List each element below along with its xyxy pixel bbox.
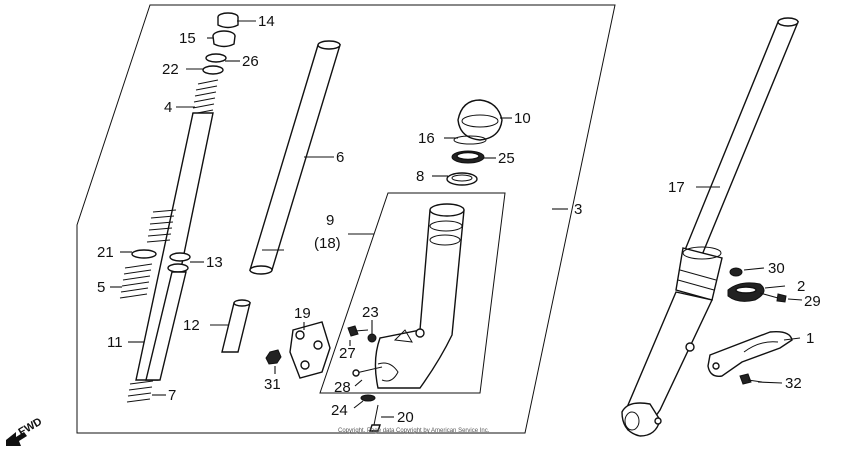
label-1: 1	[806, 330, 814, 347]
oil-seal-25	[451, 150, 485, 164]
spring-5	[119, 263, 153, 299]
label-12: 12	[183, 317, 200, 334]
label-27: 27	[339, 345, 356, 362]
leader-lines	[110, 20, 803, 418]
ring-26	[205, 53, 227, 63]
damper-rod-11-tube	[135, 112, 214, 381]
fwd-label: FWD	[17, 416, 45, 439]
label-28: 28	[334, 379, 351, 396]
label-24: 24	[331, 402, 348, 419]
label-14: 14	[258, 13, 275, 30]
label-2: 2	[797, 278, 805, 295]
piston-ring-13	[167, 252, 191, 273]
label-11: 11	[107, 334, 123, 351]
drain-bolt-20	[369, 404, 381, 432]
part-labels: 14 15 26 22 4 6 21 13 5 12 11 7 10 16 25…	[97, 13, 821, 426]
label-19: 19	[294, 305, 311, 322]
label-29: 29	[804, 293, 821, 310]
label-10: 10	[514, 110, 531, 127]
label-22: 22	[162, 61, 179, 78]
nut-31	[265, 349, 282, 365]
copyright-note: Copyright. Page data Copyright by Americ…	[338, 428, 490, 434]
label-3: 3	[574, 201, 582, 218]
ring-21	[131, 249, 157, 259]
fork-tube-6	[249, 40, 341, 275]
bolt-28	[352, 366, 383, 377]
damper-rod-11	[145, 271, 187, 381]
label-31: 31	[264, 376, 281, 393]
assembly-outline-3	[76, 4, 616, 434]
label-5: 5	[97, 279, 105, 296]
spring-7	[126, 380, 154, 403]
ring-22	[202, 65, 224, 75]
label-25: 25	[498, 150, 515, 167]
label-21: 21	[97, 244, 114, 261]
label-6: 6	[336, 149, 344, 166]
fork-spring-4	[191, 79, 219, 115]
label-26: 26	[242, 53, 259, 70]
label-30: 30	[768, 260, 785, 277]
bolt-29	[759, 292, 787, 303]
fork-slider-9	[374, 203, 465, 389]
fork-leg-17	[621, 17, 800, 437]
rebound-spring	[146, 209, 177, 243]
label-17: 17	[668, 179, 685, 196]
gasket-24	[360, 394, 376, 402]
cap-bolt-14	[217, 12, 239, 29]
forward-direction-indicator: FWD	[6, 416, 44, 446]
label-32: 32	[785, 375, 802, 392]
dust-seal-10	[457, 99, 503, 141]
label-4: 4	[164, 99, 172, 116]
washer-23	[367, 333, 377, 343]
label-20: 20	[397, 409, 414, 426]
washer-8	[446, 172, 478, 186]
o-ring-15	[212, 30, 236, 48]
label-23: 23	[362, 304, 379, 321]
assembly-outline-9	[319, 192, 506, 394]
slide-bush-12	[221, 299, 251, 353]
stopper-ring-16	[453, 135, 487, 145]
forward-arrow-icon	[6, 432, 27, 446]
label-7: 7	[168, 387, 176, 404]
label-9: 9	[326, 212, 334, 229]
washer-30	[729, 267, 743, 277]
axle-holder-19	[289, 321, 331, 379]
bolt-27	[347, 325, 369, 337]
bracket-1	[707, 330, 793, 377]
label-15: 15	[179, 30, 196, 47]
clamp-2	[727, 282, 765, 302]
label-18-paren: (18)	[314, 235, 341, 252]
label-8: 8	[416, 168, 424, 185]
label-13: 13	[206, 254, 223, 271]
label-16: 16	[418, 130, 435, 147]
